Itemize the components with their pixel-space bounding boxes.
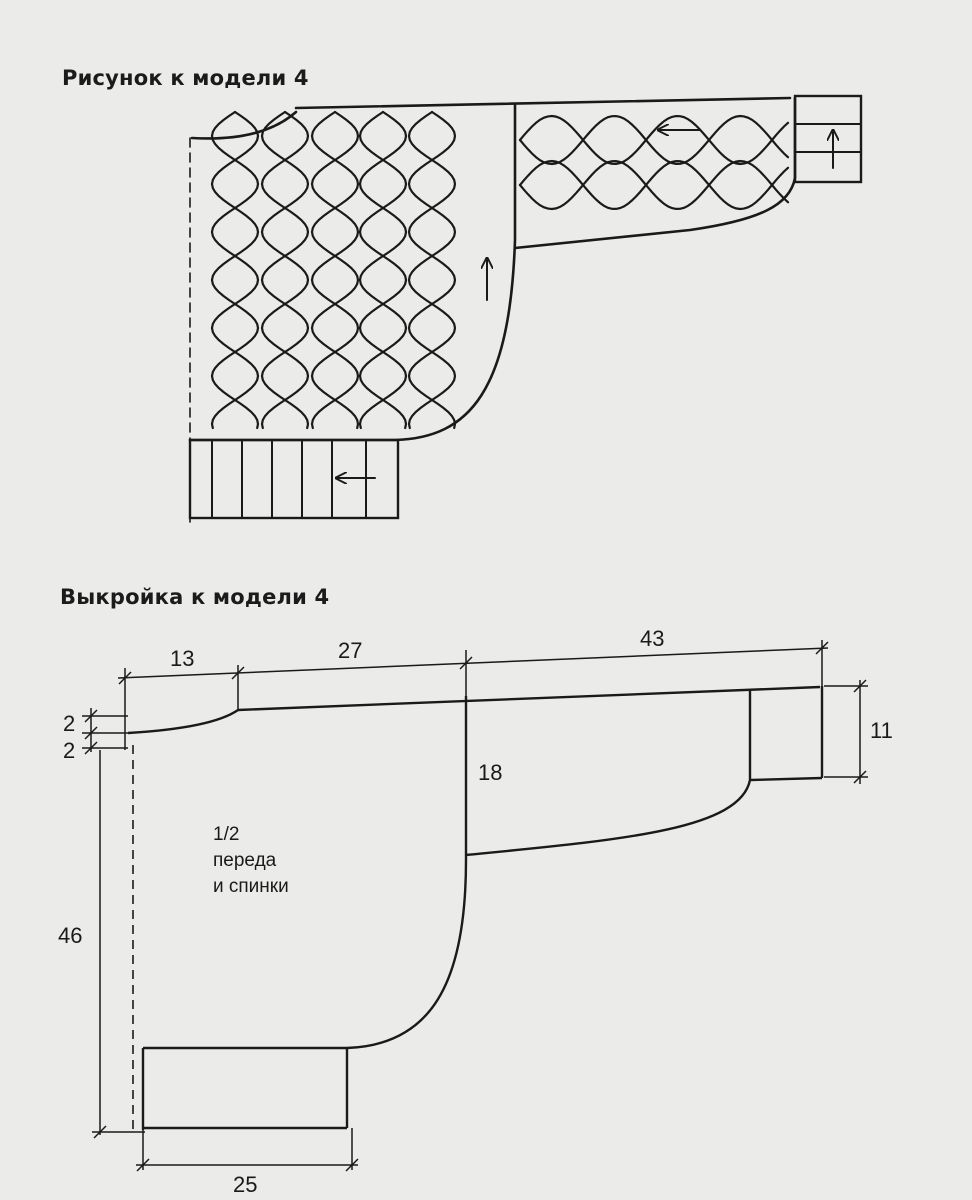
figure-heading: Рисунок к модели 4 xyxy=(62,66,309,90)
sleeve-wave-line xyxy=(518,114,790,166)
dim-cuff-width: 11 xyxy=(870,718,893,743)
body-wave-line xyxy=(260,110,310,430)
dim-neck-drop-back: 2 xyxy=(63,738,75,763)
body-wave-pattern xyxy=(210,110,457,430)
piece-label-back: и спинки xyxy=(213,876,289,897)
dim-shoulder: 27 xyxy=(338,638,362,663)
body-wave-line xyxy=(210,110,260,430)
sleeve-wave-line xyxy=(518,114,790,166)
cuff-stripes xyxy=(794,123,862,153)
pattern-body-side xyxy=(143,696,468,1050)
body-wave-line xyxy=(407,110,457,430)
pattern-heading: Выкройка к модели 4 xyxy=(60,585,330,609)
dim-neck-drop-front: 2 xyxy=(63,711,75,736)
body-wave-line xyxy=(358,110,408,430)
body-wave-line xyxy=(260,110,310,430)
dim-neck-width: 13 xyxy=(170,646,194,671)
waist-ribbing xyxy=(188,438,400,520)
sleeve-wave-line xyxy=(518,159,790,211)
body-outline xyxy=(188,103,517,442)
pattern-shoulder xyxy=(237,685,821,712)
body-wave-line xyxy=(358,110,408,430)
ribbing-stripes xyxy=(211,439,367,519)
sleeve-cuff xyxy=(793,94,863,184)
dim-sleeve-depth: 18 xyxy=(478,760,502,785)
body-wave-line xyxy=(310,110,360,430)
pattern-cuff-bottom xyxy=(749,776,823,782)
neckline xyxy=(190,110,298,140)
piece-label-fraction: 1/2 xyxy=(213,824,239,845)
dim-body-length: 46 xyxy=(58,923,82,948)
body-wave-line xyxy=(310,110,360,430)
piece-label-front: переда xyxy=(213,850,277,871)
body-wave-line xyxy=(210,110,260,430)
pattern-neck-front xyxy=(127,709,239,735)
pattern-sleeve-underside xyxy=(465,690,752,857)
body-wave-line xyxy=(407,110,457,430)
dim-hem-width: 25 xyxy=(233,1172,257,1197)
dim-sleeve-length: 43 xyxy=(640,626,664,651)
dimension-lines xyxy=(82,640,868,1172)
sleeve-wave-pattern xyxy=(518,114,790,211)
pattern-outline xyxy=(127,685,824,1130)
shoulder-line xyxy=(294,96,792,110)
sleeve-wave-line xyxy=(518,159,790,211)
garment-figure xyxy=(188,94,863,523)
